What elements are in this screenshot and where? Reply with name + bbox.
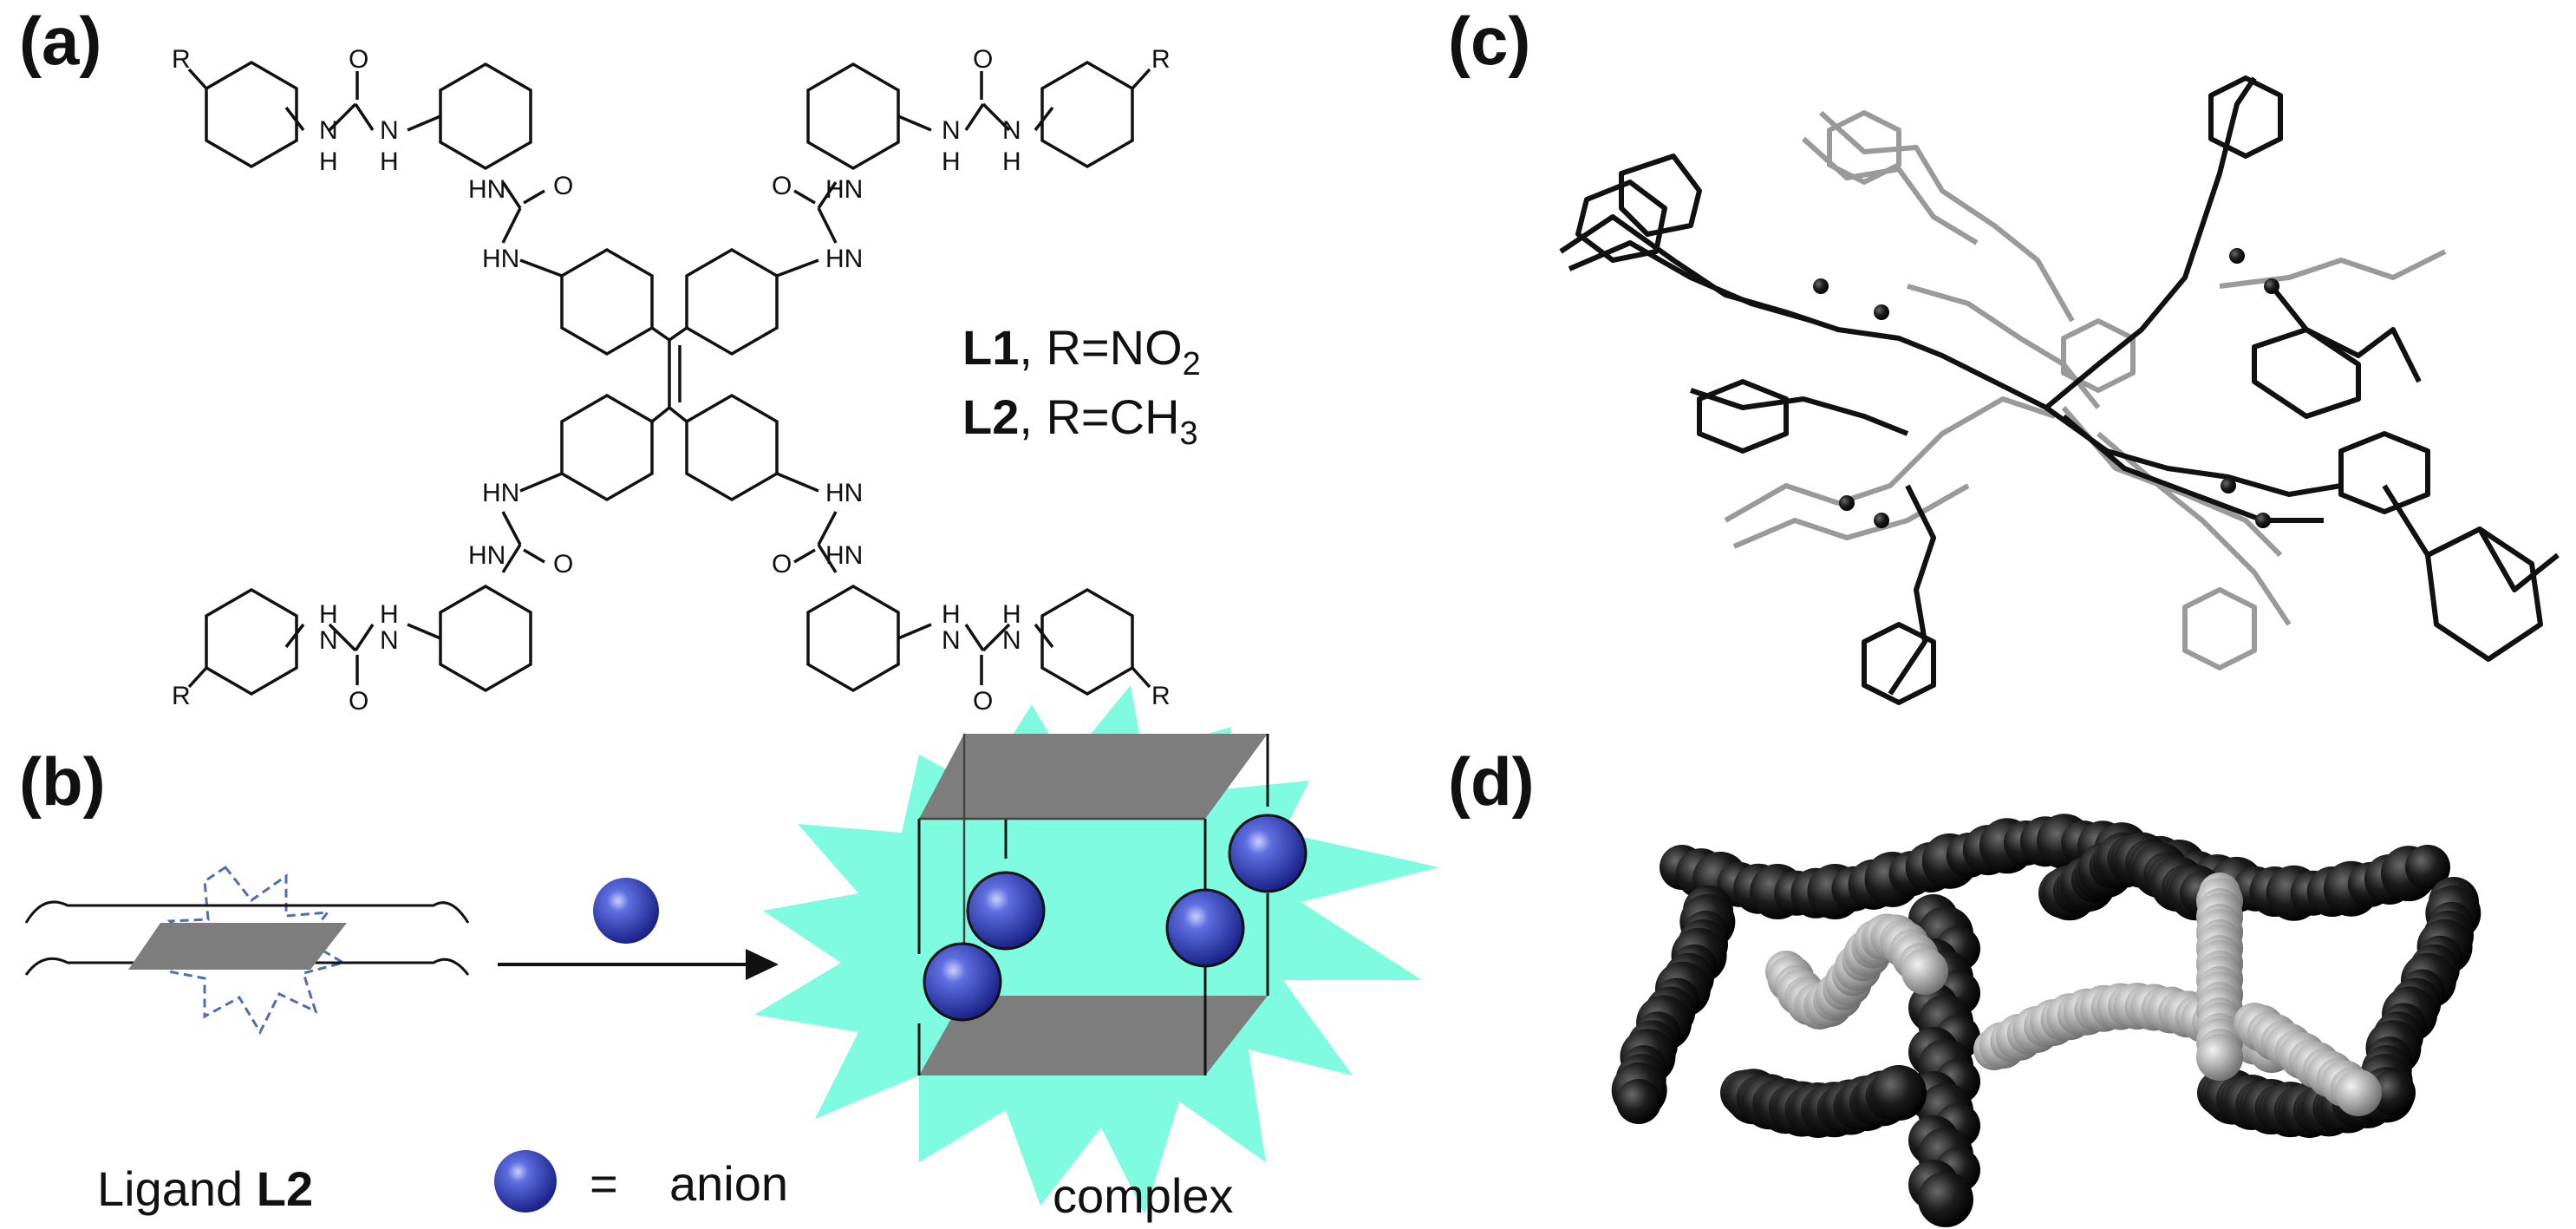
atom-h: H [380, 600, 399, 629]
atom-hn: HN [825, 479, 863, 507]
atom-hn: HN [468, 541, 505, 570]
light-atom-sphere [1901, 948, 1948, 995]
ortho-phenyl-lr [806, 584, 900, 693]
light-atom-sphere [2335, 1069, 2382, 1116]
atom-o: O [973, 45, 993, 74]
light-molecule [1724, 110, 2447, 670]
central-phenyl-ur [685, 247, 779, 356]
crystal-structure [1559, 75, 2560, 705]
dark-atom-sphere [2371, 1070, 2416, 1115]
ortho-phenyl-ul [439, 62, 532, 171]
anion-sphere-icon [923, 942, 1002, 1022]
atom-h: H [380, 147, 399, 176]
atom-hn: HN [825, 245, 863, 273]
panel-label-b: (b) [19, 743, 106, 820]
central-phenyl-lr [685, 393, 779, 502]
atom-n: N [1002, 116, 1021, 145]
atom-hn: HN [482, 479, 519, 507]
atom-n: N [1002, 626, 1021, 655]
atom-h: H [942, 600, 961, 629]
atom-n: N [380, 626, 399, 655]
atom-h: H [319, 600, 338, 629]
equals-sign: = [590, 1156, 618, 1211]
atom-o: O [772, 550, 792, 579]
anion-sphere-icon [494, 1150, 557, 1213]
ortho-phenyl-ur [806, 62, 900, 171]
anion-sphere-icon [1228, 814, 1308, 893]
dark-atom-sphere [1616, 1079, 1661, 1124]
dark-atom-sphere [1918, 1172, 1973, 1227]
anion-sphere-icon [1165, 888, 1245, 968]
atom-o: O [772, 172, 792, 200]
dark-atom-sphere [1871, 1065, 1927, 1121]
outer-phenyl-ur [1040, 60, 1134, 169]
atom-n: N [319, 626, 338, 655]
atom-n: N [942, 116, 961, 145]
ligand-l1: L1, R=NO2 [962, 320, 1201, 382]
space-filling-model [1611, 814, 2481, 1227]
atom-r: R [1151, 45, 1171, 74]
outer-phenyl-ul [205, 60, 298, 169]
panel-label-d: (d) [1448, 743, 1535, 820]
atom-n: N [380, 116, 399, 145]
outer-phenyl-lr [1040, 587, 1134, 696]
central-phenyl-ul [560, 247, 654, 356]
atom-hn: HN [482, 245, 519, 273]
atom-labels: R R R R O O O O O O O O N H N H N H N H … [172, 45, 1171, 716]
atom-hn: HN [825, 541, 863, 570]
anion-label: anion [669, 1156, 788, 1211]
complex-label: complex [1053, 1168, 1234, 1223]
ortho-phenyl-ll [439, 584, 532, 693]
outer-phenyl-ll [205, 587, 298, 696]
light-atom-sphere [2196, 1034, 2243, 1081]
ligand-structure [187, 60, 1151, 696]
ball-atoms [1813, 248, 2279, 528]
atom-h: H [1002, 147, 1021, 176]
panel-label-a: (a) [19, 3, 102, 79]
complex-schematic [754, 685, 1439, 1214]
atom-o: O [553, 172, 573, 200]
atom-hn: HN [825, 175, 863, 204]
atom-n: N [319, 116, 338, 145]
atom-r: R [1151, 682, 1171, 710]
atom-h: H [1002, 600, 1021, 629]
atom-r: R [172, 45, 191, 74]
atom-o: O [973, 687, 993, 716]
atom-r: R [172, 682, 191, 710]
central-phenyl-ll [560, 393, 654, 502]
arrow-head-icon [746, 949, 779, 980]
atom-h: H [942, 147, 961, 176]
dashed-star-icon [165, 865, 347, 1036]
anion-sphere-icon [966, 871, 1046, 951]
atom-n: N [942, 626, 961, 655]
ligand-l2: L2, R=CH3 [962, 389, 1198, 452]
atom-o: O [349, 45, 368, 74]
ligand-caption: Ligand L2 [97, 1161, 313, 1216]
free-ligand-schematic [24, 865, 470, 1036]
anion-sphere-icon [593, 878, 659, 944]
dark-molecule [1559, 75, 2560, 705]
dark-atom-sphere [2405, 845, 2450, 890]
panel-label-c: (c) [1448, 3, 1531, 79]
atom-hn: HN [468, 175, 505, 204]
atom-h: H [319, 147, 338, 176]
atom-o: O [553, 550, 573, 579]
ligand-legend: L1, R=NO2 L2, R=CH3 [962, 320, 1201, 452]
atom-o: O [349, 687, 368, 716]
ligand-plate [128, 923, 347, 970]
